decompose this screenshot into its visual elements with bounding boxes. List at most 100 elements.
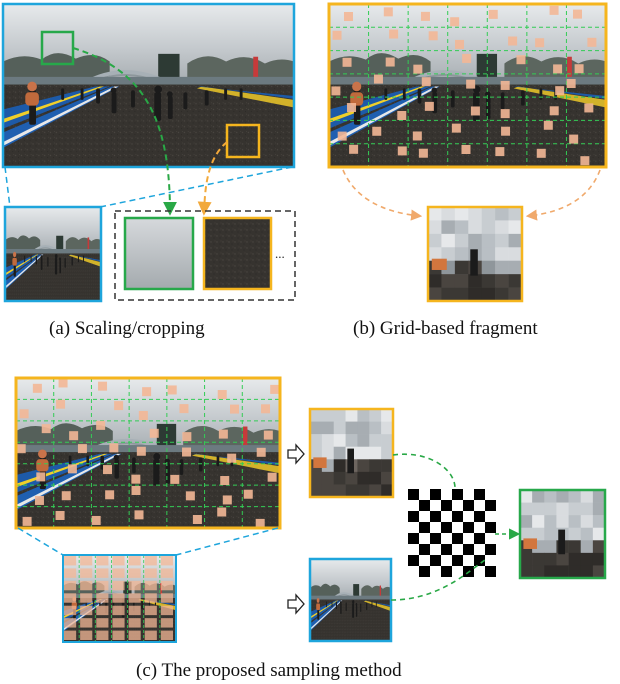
- fragment-tile: [357, 409, 370, 422]
- fragment-tile: [369, 409, 382, 422]
- panel-c: [14, 376, 607, 643]
- fragment-tile: [481, 247, 496, 262]
- fragment-tile: [468, 274, 483, 288]
- fragment-tile: [470, 249, 478, 276]
- checker-cell: [474, 533, 485, 544]
- fragment-tile: [508, 207, 523, 221]
- fragment-tile: [310, 471, 323, 485]
- fragment-tile: [441, 247, 456, 262]
- sampled-patch: [64, 556, 77, 566]
- scale-guide-right: [99, 166, 293, 208]
- checker-cell: [430, 500, 441, 511]
- sampled-patch: [80, 630, 93, 640]
- sampled-patch: [131, 474, 141, 484]
- fragment-tile: [495, 247, 509, 262]
- checker-cell: [408, 533, 419, 544]
- fused-tile: [580, 502, 594, 516]
- crop-arrow-orange: [197, 141, 228, 216]
- sampled-patch: [138, 410, 148, 420]
- sampled-patch: [160, 593, 173, 603]
- sampled-patch: [80, 556, 93, 566]
- fused-tile: [520, 490, 533, 503]
- sampled-patch: [160, 605, 173, 616]
- sampled-patch: [500, 109, 510, 119]
- fused-tile: [544, 540, 557, 554]
- sampled-patch: [167, 385, 177, 395]
- fused-tile: [580, 540, 594, 554]
- fragment-tile: [508, 274, 523, 288]
- fragment-tile: [345, 484, 358, 498]
- fused-output-border: [518, 488, 607, 580]
- fragment-arrow-left: [342, 169, 423, 221]
- checker-cell: [430, 566, 441, 577]
- sampled-patch: [462, 53, 472, 63]
- sampled-patch: [112, 593, 125, 603]
- fragment-tile: [381, 409, 394, 422]
- fused-tile: [580, 527, 594, 541]
- fragment-tile: [381, 434, 394, 448]
- fused-tile: [544, 552, 557, 566]
- fragment-tile: [495, 274, 509, 288]
- sampled-patch: [584, 103, 594, 113]
- fragment-tile: [441, 207, 456, 221]
- sampled-patch: [500, 80, 510, 90]
- checker-cell: [408, 555, 419, 566]
- fragment-tile: [357, 434, 370, 448]
- fragment-tile: [441, 287, 456, 302]
- sampled-patch: [160, 630, 173, 640]
- fragment-tile: [431, 258, 447, 270]
- sampled-patch: [555, 86, 565, 96]
- sampled-patch: [91, 515, 101, 525]
- sampled-patch: [80, 605, 93, 616]
- fused-tile: [580, 565, 594, 579]
- checker-cell: [430, 511, 441, 522]
- fuse-line-top: [392, 453, 456, 489]
- panel-c-frame-image: [16, 378, 280, 528]
- checker-cell: [485, 555, 496, 566]
- checker-cell: [485, 500, 496, 511]
- fragment-mosaic-b: [428, 207, 523, 302]
- fragment-tile: [333, 421, 346, 435]
- sampled-patch: [230, 404, 240, 414]
- sampled-patch: [536, 148, 546, 158]
- sampled-patch: [144, 556, 157, 566]
- sampled-patch: [261, 404, 271, 414]
- sampled-patch: [461, 145, 471, 155]
- sampled-patch: [160, 618, 173, 628]
- fragment-tile: [357, 446, 370, 460]
- sampled-patch: [160, 568, 173, 578]
- sampled-patch: [227, 453, 237, 463]
- sampled-patch: [270, 384, 280, 394]
- fragment-tile: [441, 220, 456, 235]
- panel-b-grid: [329, 4, 606, 167]
- panel-a-frame-image: [3, 4, 294, 167]
- sampled-patch: [373, 74, 383, 84]
- checker-cell: [452, 500, 463, 511]
- sampled-patch: [569, 134, 579, 144]
- fused-tile: [520, 527, 533, 541]
- sampled-patch: [96, 580, 109, 591]
- sampled-patch: [67, 464, 77, 474]
- sampled-patch: [424, 101, 434, 111]
- checker-cell: [441, 489, 452, 500]
- checker-cell: [474, 555, 485, 566]
- fragment-tile: [369, 446, 382, 460]
- checker-cell: [463, 555, 474, 566]
- road-crop-box: [225, 123, 261, 159]
- sampled-patch: [149, 428, 159, 438]
- sampled-patch: [69, 431, 79, 441]
- fragment-tile: [495, 260, 509, 275]
- sampled-patch: [342, 57, 352, 67]
- fragment-tile: [357, 484, 370, 498]
- sampled-patch: [418, 148, 428, 158]
- fragment-tile: [369, 459, 382, 473]
- sampled-patch: [255, 518, 265, 528]
- checker-cell: [419, 489, 430, 500]
- c-scale-guide-right: [175, 527, 279, 556]
- fragment-tile: [454, 207, 469, 221]
- c-scaled-border: [62, 554, 177, 643]
- fused-tile: [568, 490, 582, 503]
- panel-b: [327, 2, 608, 303]
- sampled-patch: [185, 491, 195, 501]
